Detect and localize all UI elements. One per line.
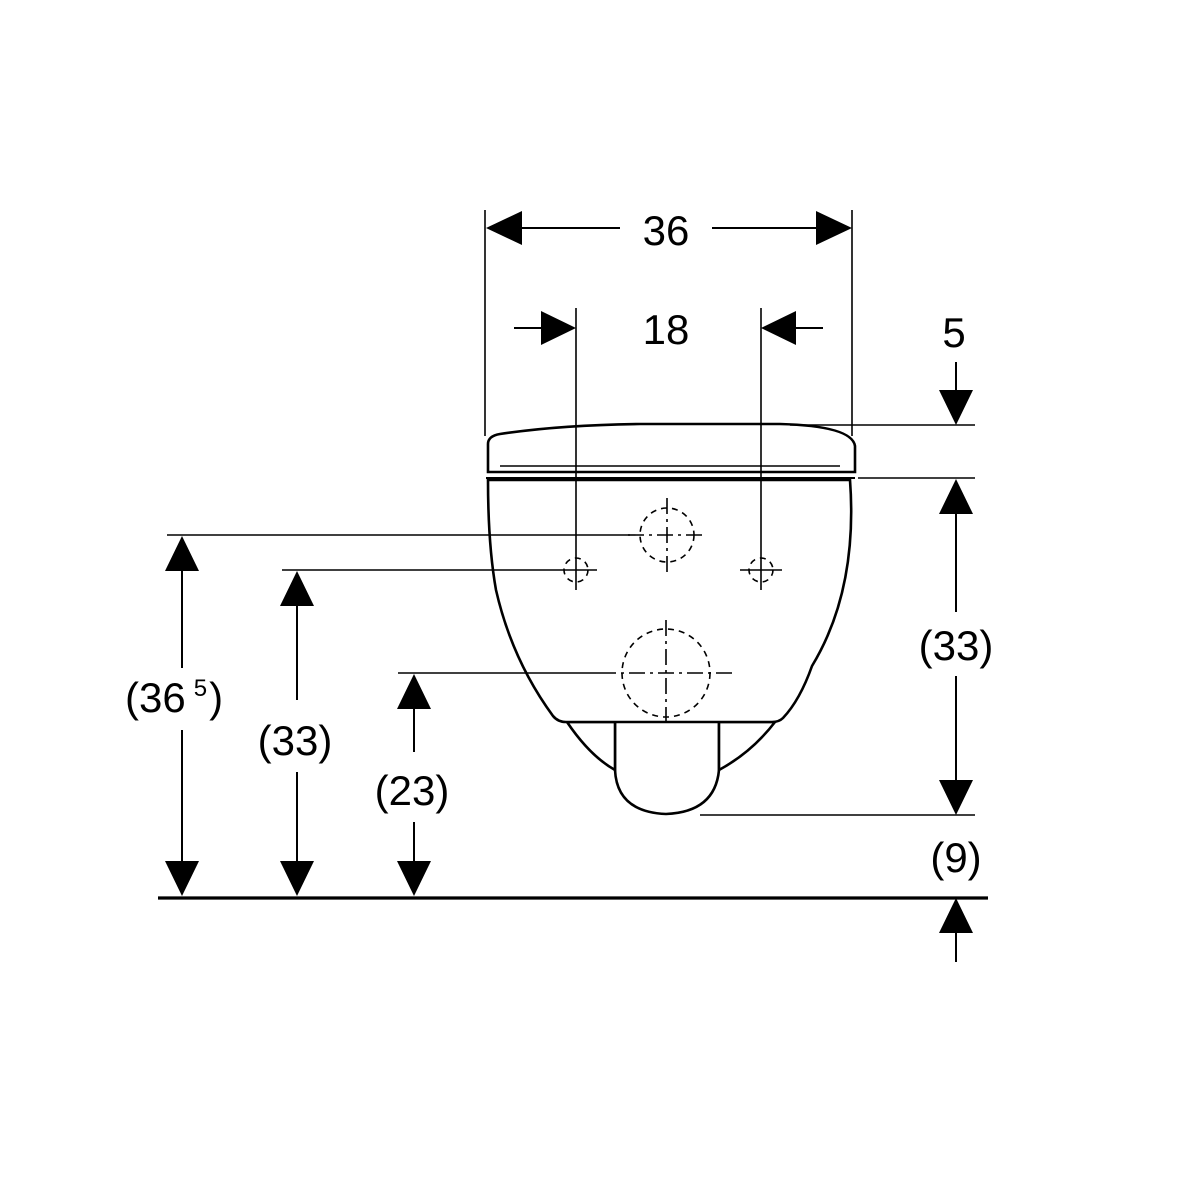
dimension-bowl-height: (33) <box>919 479 994 815</box>
seat-lid <box>486 422 857 474</box>
extension-lines <box>167 210 975 816</box>
fixing-height-label: (33) <box>258 717 333 764</box>
dimension-overall-width: 36 <box>486 207 852 254</box>
outlet-height-label: (23) <box>375 767 450 814</box>
dimension-outlet-height: (23) <box>375 674 450 896</box>
dimension-fixing-height: (33) <box>258 571 333 896</box>
outlet-spigot <box>613 718 721 816</box>
bowl-height-label: (33) <box>919 622 994 669</box>
bowl-body <box>486 478 853 724</box>
overall-width-label: 36 <box>643 207 690 254</box>
seat-thickness-label: 5 <box>942 309 965 356</box>
toilet-outline <box>486 422 857 816</box>
outlet-clearance-label: (9) <box>930 834 981 881</box>
dimension-fixing-spacing: 18 <box>514 306 823 353</box>
dimension-seat-thickness: 5 <box>939 309 973 962</box>
fixing-spacing-label: 18 <box>643 306 690 353</box>
